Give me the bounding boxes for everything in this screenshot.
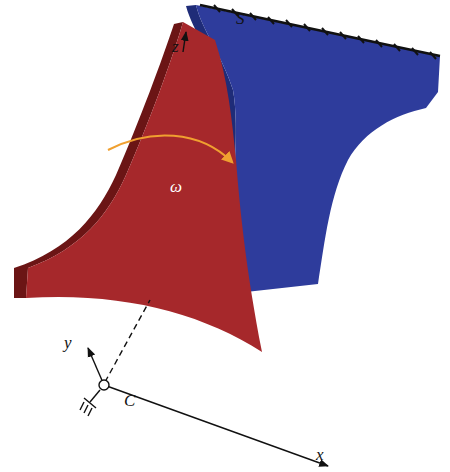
angular-velocity-label: ω (170, 178, 182, 195)
axis-label: z (172, 38, 179, 55)
x-axis (104, 385, 328, 466)
red-tooth (26, 22, 262, 352)
rotation-axis (105, 300, 150, 382)
z-axis (183, 32, 186, 52)
axis-label: x (316, 446, 324, 463)
support-label: S (236, 10, 245, 27)
origin-label: C (124, 392, 135, 409)
axis-label: y (64, 334, 72, 351)
rotation-arrow (108, 135, 232, 162)
y-axis (88, 348, 104, 385)
support-hatching (200, 5, 440, 56)
pivot-symbol (80, 380, 109, 416)
support-hatch-ticks (214, 5, 436, 59)
